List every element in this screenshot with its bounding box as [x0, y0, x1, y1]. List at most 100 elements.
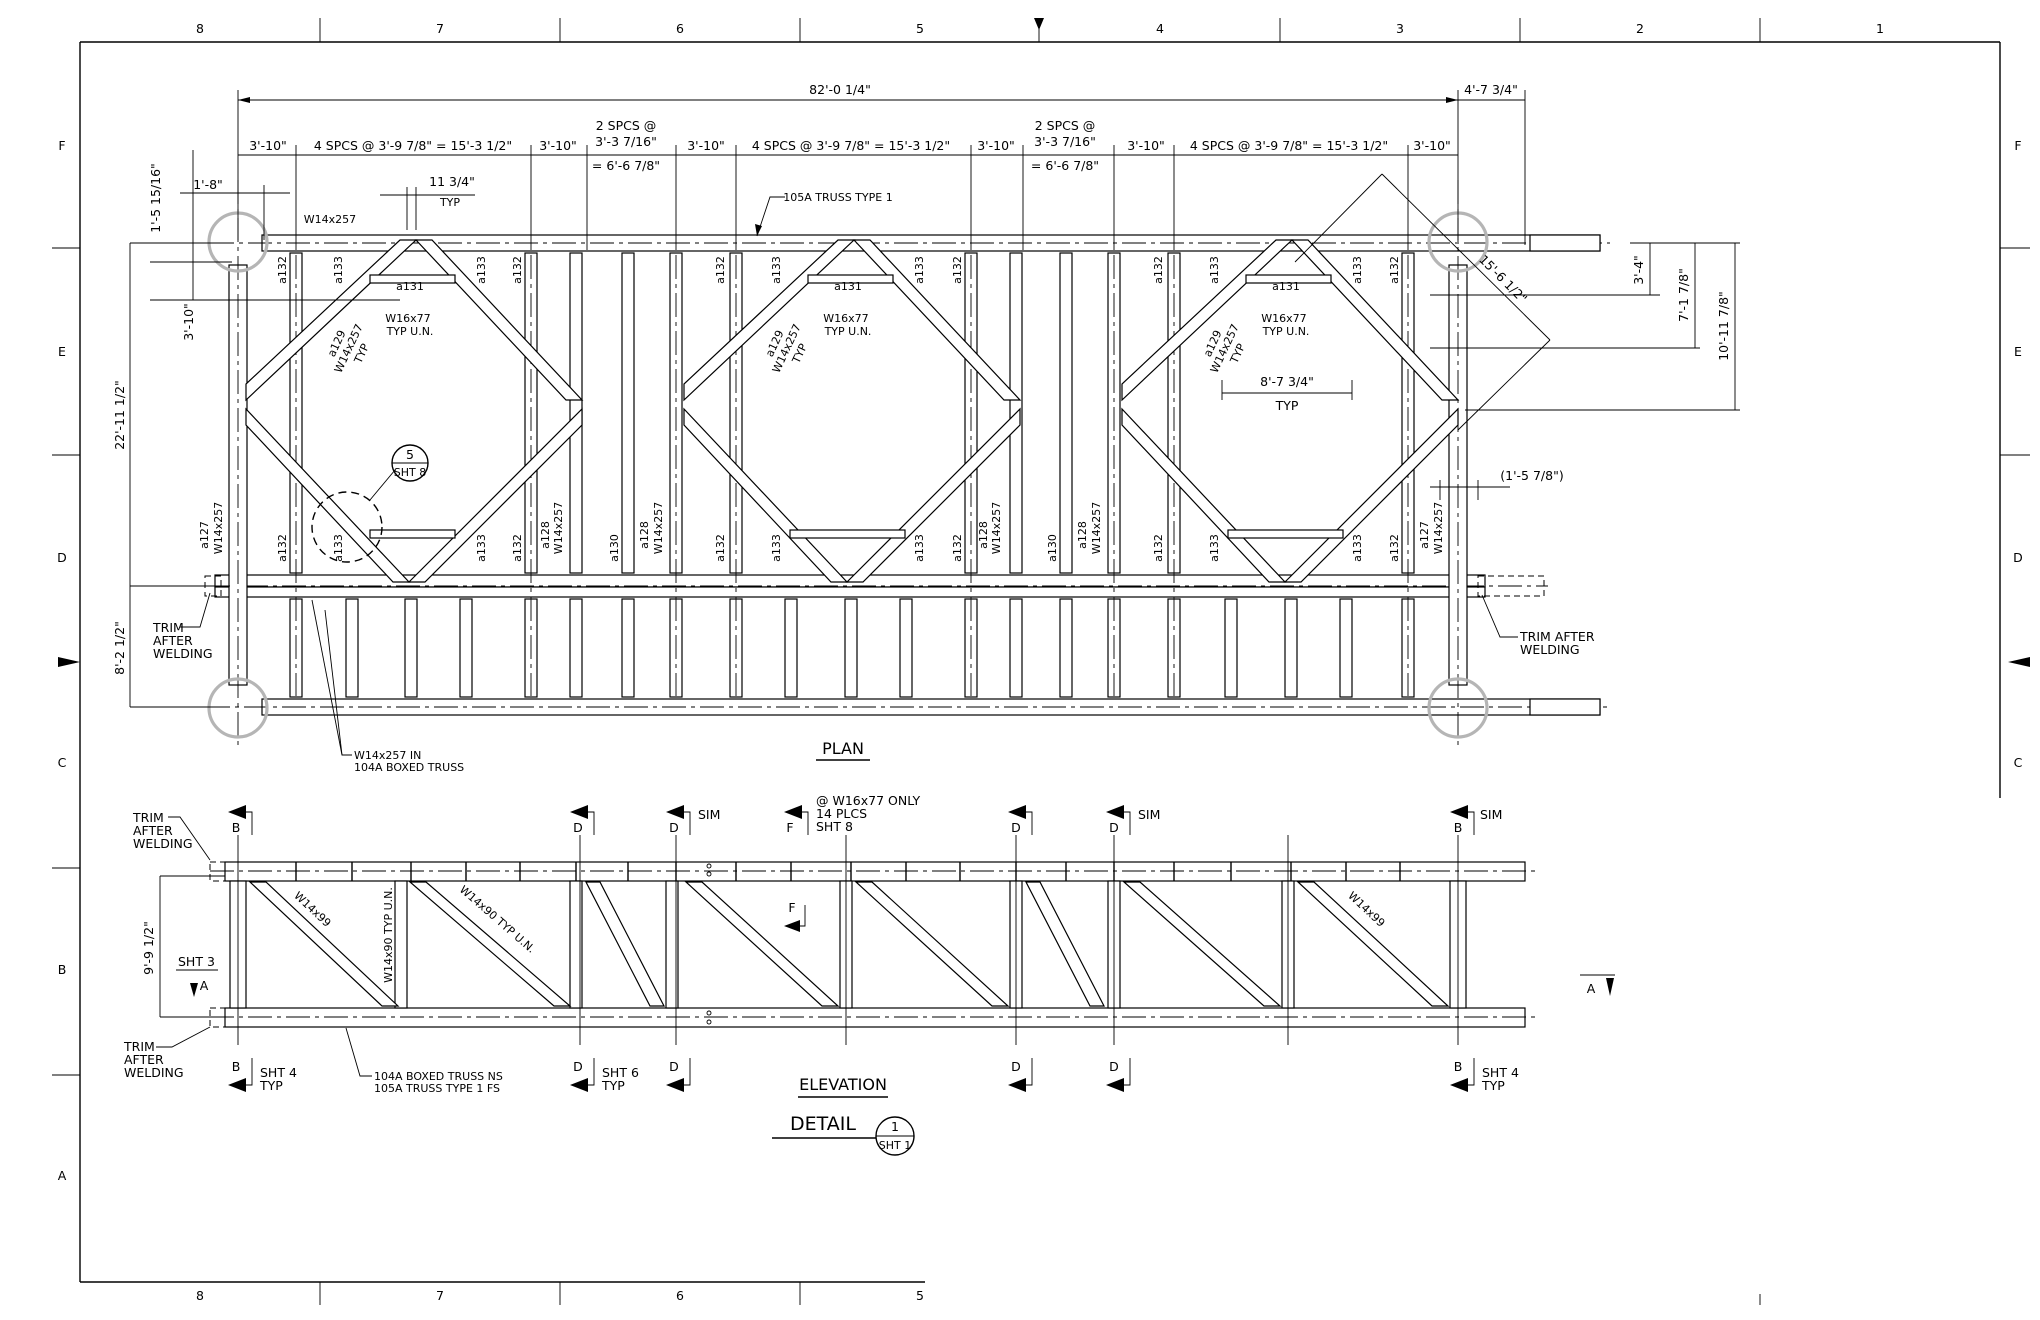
a133-lower: a133: [1351, 534, 1364, 562]
sec-b-bot-1: B: [232, 1059, 241, 1074]
dim-1-5-78: (1'-5 7/8"): [1500, 468, 1563, 483]
w14x257-right: W14x257: [1432, 502, 1445, 554]
dim-8-7-34: 8'-7 3/4": [1260, 374, 1314, 389]
trim-left-3: WELDING: [153, 646, 213, 661]
plan-member-labels: W16x77 TYP U.N. W16x77 TYP U.N. W16x77 T…: [152, 256, 1595, 774]
a131-label-3: a131: [1272, 280, 1300, 293]
a128-label-3: a128: [977, 521, 990, 549]
detail-bubble-sht: SHT 8: [394, 466, 426, 479]
f-note-3: SHT 8: [816, 819, 853, 834]
a133-lower: a133: [770, 534, 783, 562]
a133-label: a133: [1208, 256, 1221, 284]
dim-11-34: 11 3/4": [429, 174, 475, 189]
a132-label: a132: [951, 256, 964, 284]
w14x257-2: W14x257: [652, 502, 665, 554]
zone-right-E: E: [2014, 344, 2022, 359]
bay-dim-15: 3'-10": [1413, 138, 1451, 153]
right-overhang-dim: 4'-7 3/4": [1464, 82, 1518, 97]
w14x257-left: W14x257: [212, 502, 225, 554]
detail-title-num: 1: [891, 1119, 899, 1134]
bay-dim-5: 3'-3 7/16": [595, 134, 657, 149]
sim-3: SIM: [1480, 807, 1502, 822]
elev-sht3: SHT 3: [178, 954, 215, 969]
elev-bottom-section-markers: B SHT 4 TYP D SHT 6 TYP D D D B SHT 4 TY…: [228, 1058, 1519, 1093]
plan-lower-struts: [289, 598, 1415, 698]
w14x257-3: W14x257: [990, 502, 1003, 554]
elev-trim-top-2: AFTER: [133, 823, 173, 838]
elev-diagonals: [248, 881, 1450, 1007]
a132-label: a132: [714, 256, 727, 284]
bay-dim-11: 3'-3 7/16": [1034, 134, 1096, 149]
trim-right-2: WELDING: [1520, 642, 1580, 657]
dim-1-8: 1'-8": [193, 177, 223, 192]
w14x257-1: W14x257: [552, 502, 565, 554]
sec-f-mid: F: [788, 900, 795, 915]
detail-title: DETAIL: [790, 1113, 856, 1135]
sec-d-bot-2: D: [669, 1059, 679, 1074]
detail-bubble-num: 5: [406, 447, 414, 462]
dim-8-7-34-typ: TYP: [1275, 398, 1299, 413]
elev-trim-top-3: WELDING: [133, 836, 193, 851]
dim-1-5-15-16: 1'-5 15/16": [148, 163, 163, 233]
f-note-2: 14 PLCS: [816, 806, 867, 821]
trim-left-1: TRIM: [152, 620, 184, 635]
zone-top-2: 2: [1636, 21, 1644, 36]
a130-label-1: a130: [608, 534, 621, 562]
zone-left-F: F: [58, 138, 65, 153]
a133-lower: a133: [913, 534, 926, 562]
a132-lower: a132: [951, 534, 964, 562]
bay-dim-14: 4 SPCS @ 3'-9 7/8" = 15'-3 1/2": [1190, 138, 1388, 153]
elev-top-section-markers: B D D SIM F @ W16x77 ONLY 14 PLCS SHT 8 …: [228, 793, 1502, 835]
w16x77-label-3: W16x77: [1261, 312, 1306, 325]
sec-d-top-3: D: [1011, 820, 1021, 835]
a133-lower: a133: [332, 534, 345, 562]
zone-top-7: 7: [436, 21, 444, 36]
a133-label: a133: [332, 256, 345, 284]
trim-left-2: AFTER: [153, 633, 193, 648]
sec-b-bot-2: B: [1454, 1059, 1463, 1074]
zone-right-D: D: [2013, 550, 2023, 565]
zone-right-F: F: [2014, 138, 2021, 153]
bay-dim-13: 3'-10": [1127, 138, 1165, 153]
sec-b-top-1: B: [232, 820, 241, 835]
sht4-left-1: SHT 4: [260, 1065, 297, 1080]
sht4-left-2: TYP: [259, 1078, 283, 1093]
detail-title-sht: SHT 1: [879, 1139, 911, 1152]
boxed-note-1: W14x257 IN: [354, 749, 421, 762]
a132-lower: a132: [1388, 534, 1401, 562]
a132-lower: a132: [276, 534, 289, 562]
sim-1: SIM: [698, 807, 720, 822]
a133-label: a133: [1351, 256, 1364, 284]
zone-top-8: 8: [196, 21, 204, 36]
zone-labels: 8 7 6 5 4 3 2 1 8 7 6 5 F E D C B A F E …: [57, 21, 2023, 1303]
sec-f-top: F: [786, 820, 793, 835]
elev-height-dim: 9'-9 1/2": [141, 921, 156, 975]
bay-dim-2: 4 SPCS @ 3'-9 7/8" = 15'-3 1/2": [314, 138, 512, 153]
a128-label-4: a128: [1076, 521, 1089, 549]
zone-left-A: A: [58, 1168, 67, 1183]
zone-right-C: C: [2014, 755, 2023, 770]
a132-label: a132: [276, 256, 289, 284]
sec-d-top-2: D: [669, 820, 679, 835]
a133-label: a133: [475, 256, 488, 284]
bay-dim-4: 2 SPCS @: [596, 118, 657, 133]
a131-label-2: a131: [834, 280, 862, 293]
zone-top-6: 6: [676, 21, 684, 36]
typ-un-label-3: TYP U.N.: [1262, 325, 1310, 338]
a131-label-1: a131: [396, 280, 424, 293]
dim-3-10-vert: 3'-10": [181, 303, 196, 341]
bay-dim-8: 4 SPCS @ 3'-9 7/8" = 15'-3 1/2": [752, 138, 950, 153]
a132-lower: a132: [511, 534, 524, 562]
dim-10-11-78: 10'-11 7/8": [1716, 291, 1731, 361]
w14x257-4: W14x257: [1090, 502, 1103, 554]
a132-label: a132: [1388, 256, 1401, 284]
sec-b-top-2: B: [1454, 820, 1463, 835]
sht4-right-1: SHT 4: [1482, 1065, 1519, 1080]
sec-d-bot-1: D: [573, 1059, 583, 1074]
a128-label-2: a128: [638, 521, 651, 549]
a128-label-1: a128: [539, 521, 552, 549]
elev-bottom-chord: [224, 1007, 1526, 1028]
plan-dimensions: 82'-0 1/4" 4'-7 3/4" 3'-10" 4 SPCS @ 3'-…: [112, 82, 1740, 708]
elev-section-lines: [237, 835, 1459, 1045]
